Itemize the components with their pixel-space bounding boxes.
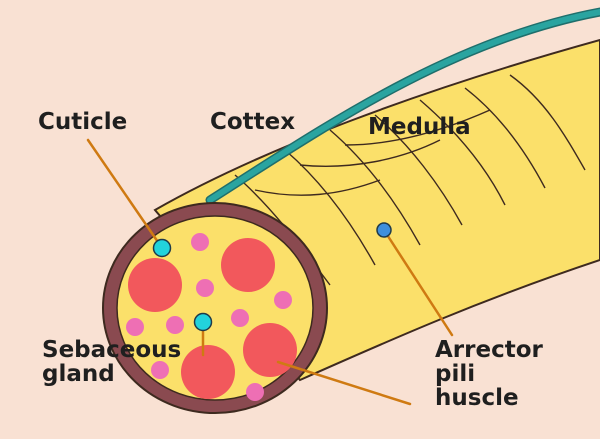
red-cell xyxy=(221,238,275,292)
arrector-pili-line2: pili xyxy=(435,361,476,388)
arrector-leader xyxy=(382,228,454,337)
arrector-pili-line1: Arrector xyxy=(435,337,543,363)
leader-lines xyxy=(86,138,454,406)
sebaceous-gland-line2: gland xyxy=(42,361,115,388)
pink-dot xyxy=(166,316,184,334)
red-cell xyxy=(181,345,235,399)
cuticle-label: Cuticle xyxy=(38,109,128,135)
red-cell xyxy=(128,258,182,312)
red-cell xyxy=(243,323,297,377)
cuticle-leader xyxy=(86,138,162,247)
bottom-leader xyxy=(276,360,412,406)
red-cells xyxy=(128,238,297,399)
cuticle-marker xyxy=(152,238,172,258)
pink-dot xyxy=(196,279,214,297)
arrector-pili-label: Arrector pili huscle xyxy=(435,337,543,412)
pink-dot xyxy=(274,291,292,309)
pink-dot xyxy=(126,318,144,336)
cortex-label: Cottex xyxy=(210,109,296,135)
pink-dot xyxy=(151,361,169,379)
pink-dot xyxy=(191,233,209,251)
pink-dot xyxy=(246,383,264,401)
sebaceous-gland-label: Sebaceous gland xyxy=(42,338,181,386)
arrector-marker xyxy=(376,222,392,238)
pink-dots xyxy=(126,233,292,401)
sebaceous-gland-line1: Sebaceous xyxy=(42,337,182,363)
medulla-label: Medulla xyxy=(368,114,471,140)
gland-marker xyxy=(193,312,213,332)
arrector-pili-line3: huscle xyxy=(435,385,519,412)
pink-dot xyxy=(231,309,249,327)
